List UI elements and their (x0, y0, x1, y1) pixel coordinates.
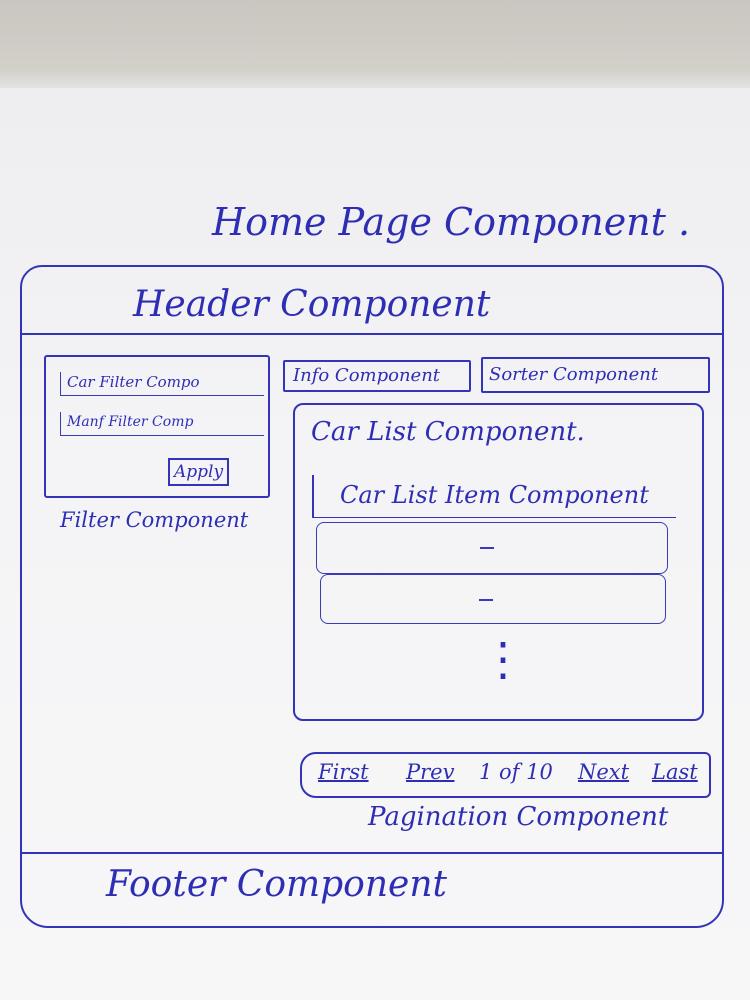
filter-caption: Filter Component (60, 508, 249, 532)
car-list-box: Car List Component. (293, 403, 704, 721)
more-items-ellipsis: ⋮ (480, 632, 526, 686)
car-list-row[interactable] (320, 574, 666, 624)
car-list-row[interactable] (316, 522, 668, 574)
pagination-bar: First Prev 1 of 10 Next Last (300, 752, 711, 798)
paper-sheet (0, 88, 750, 1000)
page-title: Home Page Component . (212, 200, 691, 244)
page-status: 1 of 10 (479, 760, 553, 784)
row-dash (479, 599, 493, 601)
apply-button[interactable]: Apply (168, 458, 230, 486)
info-component: Info Component (283, 360, 471, 392)
car-filter-field[interactable]: Car Filter Compo (60, 372, 264, 396)
filter-box: Car Filter Compo Manf Filter Comp Apply (44, 355, 270, 498)
header-label: Header Component (133, 284, 491, 325)
prev-link[interactable]: Prev (406, 760, 455, 784)
car-list-item[interactable]: Car List Item Component (312, 475, 676, 518)
car-list-title: Car List Component. (311, 417, 585, 447)
footer-divider (22, 852, 722, 854)
next-link[interactable]: Next (578, 760, 630, 784)
sorter-component[interactable]: Sorter Component (481, 357, 710, 393)
manf-filter-field[interactable]: Manf Filter Comp (60, 412, 264, 436)
home-page-frame (20, 265, 724, 928)
first-link[interactable]: First (318, 760, 369, 784)
pagination-caption: Pagination Component (368, 802, 669, 832)
row-dash (480, 547, 494, 549)
header-divider (22, 333, 722, 335)
footer-label: Footer Component (106, 864, 447, 905)
last-link[interactable]: Last (652, 760, 698, 784)
